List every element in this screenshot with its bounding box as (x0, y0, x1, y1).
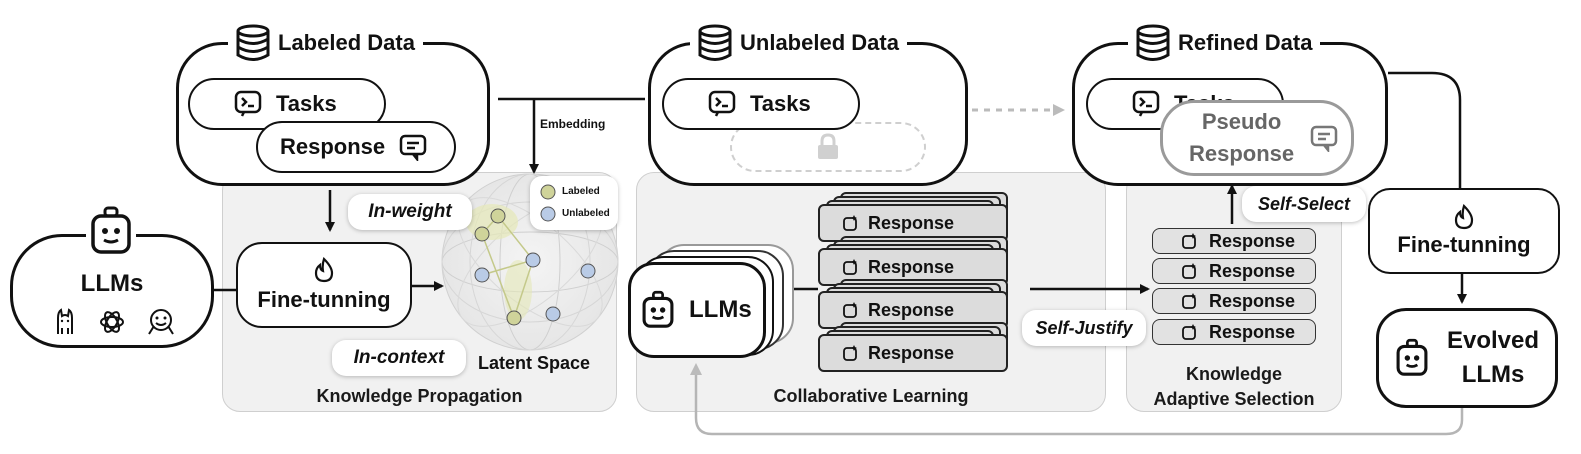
embedding-arrow (498, 97, 645, 172)
sparkle-icon (843, 302, 857, 318)
robot-icon (642, 290, 674, 328)
legend-labeled: Labeled (562, 186, 600, 197)
response-label: Response (1209, 260, 1296, 281)
latent-legend: Labeled Unlabeled (530, 176, 618, 230)
unlabeled-node (474, 267, 490, 283)
latent-space-label: Latent Space (478, 353, 591, 373)
pseudo-label-line1: Pseudo (1201, 109, 1282, 134)
sparkle-icon (1182, 324, 1196, 340)
openai-icon (100, 311, 124, 333)
robot-icon (1396, 338, 1428, 376)
evolved-label-line2: LLMs (1461, 361, 1525, 388)
knowledge-propagation-label: Knowledge Propagation (316, 386, 523, 406)
sparkle-icon (843, 259, 857, 275)
embedding-label: Embedding (540, 117, 606, 131)
terminal-icon (234, 90, 262, 117)
unlabeled-tasks-pill: Tasks (662, 78, 860, 130)
labeled-node (506, 310, 522, 326)
terminal-icon (708, 90, 736, 117)
unlabeled-data-title-text: Unlabeled Data (740, 30, 899, 55)
labeled-tasks-label: Tasks (276, 91, 337, 116)
response-label: Response (1209, 290, 1296, 311)
selected-response-4: Response (1152, 319, 1316, 345)
flame-icon (314, 257, 334, 283)
collaborative-learning-label: Collaborative Learning (773, 386, 969, 406)
refined-to-finetune-line (1388, 71, 1462, 188)
final-fine-tuning-box: Fine-tunning (1368, 188, 1560, 274)
unlabeled-data-title: Unlabeled Data (690, 24, 907, 62)
missing-response-placeholder (730, 122, 926, 172)
self-justify-tag: Self-Justify (1022, 310, 1146, 346)
response-stack-4: Response (818, 322, 1010, 374)
database-icon (698, 24, 732, 61)
self-select-tag: Self-Select (1242, 186, 1366, 222)
adaptive-selection-label-line2: Adaptive Selection (1153, 389, 1315, 409)
response-label: Response (868, 299, 955, 320)
model-logos (52, 308, 176, 338)
adaptive-selection-label-line1: Knowledge (1185, 364, 1282, 384)
refined-data-title-text: Refined Data (1178, 30, 1313, 55)
fine-tuning-box: Fine-tunning (236, 242, 412, 328)
feedback-loop-arrow (690, 363, 1464, 436)
labeled-data-title-text: Labeled Data (278, 30, 415, 55)
llms-stack-label: LLMs (689, 296, 752, 323)
response-label: Response (1209, 230, 1296, 251)
in-weight-tag: In-weight (348, 194, 472, 230)
unlabeled-node (580, 263, 596, 279)
response-stack-3: Response (818, 279, 1010, 331)
response-label: Response (868, 342, 955, 363)
terminal-icon (1132, 90, 1160, 117)
labeled-response-pill: Response (256, 121, 456, 173)
selected-response-3: Response (1152, 288, 1316, 314)
evolved-label-line1: Evolved (1447, 327, 1540, 354)
flame-icon (1454, 204, 1474, 230)
labeled-response-label: Response (280, 134, 386, 159)
llama-icon (57, 308, 73, 334)
unlabeled-node (545, 306, 561, 322)
refined-data-title: Refined Data (1128, 24, 1321, 62)
adaptive-selection-label: Knowledge Adaptive Selection (1126, 362, 1342, 412)
llms-source-label: LLMs (80, 270, 144, 297)
sparkle-icon (1182, 233, 1196, 249)
llms-stack: LLMs (628, 244, 798, 358)
response-label: Response (868, 256, 955, 277)
fine-tuning-label: Fine-tunning (257, 287, 391, 312)
database-icon (236, 24, 270, 61)
evolved-llms-box: Evolved LLMs (1376, 308, 1558, 408)
response-label: Response (868, 212, 955, 233)
sparkle-icon (843, 345, 857, 361)
robot-icon (86, 206, 136, 260)
pseudo-response-pill: Pseudo Response (1160, 100, 1354, 176)
in-context-tag: In-context (332, 340, 466, 376)
legend-unlabeled: Unlabeled (562, 208, 610, 219)
lock-icon (818, 133, 838, 159)
sparkle-icon (1182, 293, 1196, 309)
response-stack-1: Response (818, 192, 1010, 244)
unlabeled-node (525, 252, 541, 268)
sparkle-icon (1182, 263, 1196, 279)
message-icon (1310, 125, 1338, 152)
unlabeled-tasks-label: Tasks (750, 91, 811, 116)
message-icon (399, 134, 427, 161)
response-label: Response (1209, 321, 1296, 342)
database-icon (1136, 24, 1170, 61)
pseudo-label-line2: Response (1189, 141, 1295, 166)
selected-response-1: Response (1152, 228, 1316, 254)
huggingface-icon (148, 309, 174, 335)
labeled-node (490, 208, 506, 224)
labeled-node (474, 226, 490, 242)
sparkle-icon (843, 215, 857, 231)
labeled-data-title: Labeled Data (228, 24, 423, 62)
final-fine-tuning-label: Fine-tunning (1397, 232, 1531, 257)
selected-response-2: Response (1152, 258, 1316, 284)
